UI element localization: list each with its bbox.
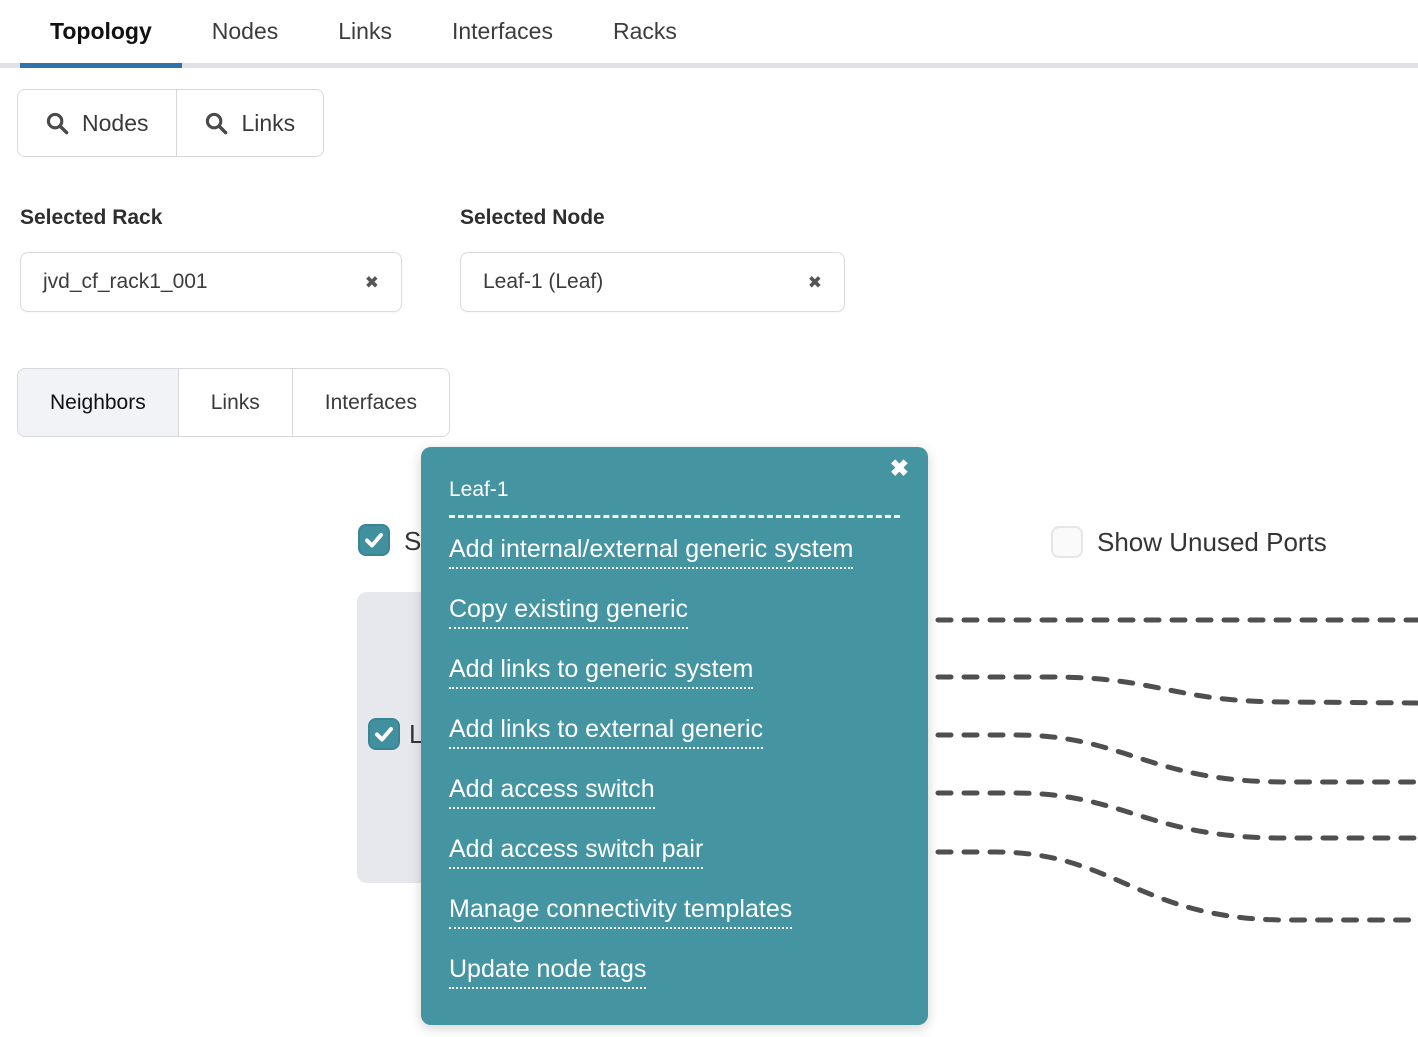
- search-icon: [206, 112, 228, 134]
- link-line: [857, 790, 1418, 841]
- menu-item-update-node-tags[interactable]: Update node tags: [449, 955, 647, 989]
- context-menu-list: Add internal/external generic system Cop…: [449, 535, 900, 1015]
- selected-rack-filter: Selected Rack jvd_cf_rack1_001 ✖: [20, 206, 402, 312]
- view-tab-links[interactable]: Links: [177, 369, 292, 436]
- link-line: [857, 732, 1418, 785]
- context-menu-title: Leaf-1: [449, 478, 509, 501]
- search-nodes-label: Nodes: [82, 109, 149, 136]
- close-icon[interactable]: ✖: [889, 455, 909, 481]
- menu-item-add-generic-system[interactable]: Add internal/external generic system: [449, 535, 854, 569]
- view-tab-group: Neighbors Links Interfaces: [17, 368, 450, 437]
- node-context-menu: ✖ Leaf-1 Add internal/external generic s…: [421, 447, 928, 1025]
- checkmark-icon: [365, 533, 383, 548]
- show-unused-ports-checkbox[interactable]: [1051, 526, 1083, 558]
- selected-node-filter: Selected Node Leaf-1 (Leaf) ✖: [460, 206, 845, 312]
- selected-rack-select[interactable]: jvd_cf_rack1_001 ✖: [20, 252, 402, 312]
- selected-rack-label: Selected Rack: [20, 206, 163, 229]
- clear-rack-icon[interactable]: ✖: [364, 272, 379, 292]
- show-unused-ports-label: Show Unused Ports: [1097, 527, 1327, 557]
- selected-node-label: Selected Node: [460, 206, 605, 229]
- search-icon: [46, 112, 69, 134]
- menu-item-add-links-external-generic[interactable]: Add links to external generic: [449, 715, 764, 749]
- search-links-label: Links: [241, 109, 296, 136]
- link-line: [857, 849, 1418, 923]
- selected-rack-value: jvd_cf_rack1_001: [43, 270, 208, 293]
- menu-item-add-links-generic[interactable]: Add links to generic system: [449, 655, 754, 689]
- search-button-group: Nodes Links: [17, 89, 325, 157]
- tab-links[interactable]: Links: [338, 18, 392, 44]
- tab-interfaces[interactable]: Interfaces: [451, 18, 553, 44]
- checkmark-icon: [375, 727, 393, 742]
- menu-item-add-access-switch[interactable]: Add access switch: [449, 775, 655, 809]
- tab-racks[interactable]: Racks: [612, 18, 677, 44]
- node-card-label: L: [409, 719, 424, 749]
- menu-item-copy-existing-generic[interactable]: Copy existing generic: [449, 595, 689, 629]
- clear-node-icon[interactable]: ✖: [807, 272, 822, 292]
- context-menu-divider: [449, 515, 900, 518]
- search-nodes-button[interactable]: Nodes: [18, 90, 177, 156]
- node-select-checkbox[interactable]: [368, 718, 400, 750]
- view-tab-neighbors[interactable]: Neighbors: [18, 369, 178, 436]
- show-links-label: S: [404, 526, 422, 556]
- selected-node-select[interactable]: Leaf-1 (Leaf) ✖: [460, 252, 845, 312]
- tab-nodes[interactable]: Nodes: [211, 18, 279, 44]
- main-tab-bar: Topology Nodes Links Interfaces Racks: [0, 0, 1418, 68]
- show-links-checkbox[interactable]: [358, 524, 390, 556]
- tab-topology[interactable]: Topology: [20, 0, 182, 68]
- selected-node-value: Leaf-1 (Leaf): [483, 270, 604, 293]
- link-line: [857, 674, 1418, 706]
- view-tab-interfaces[interactable]: Interfaces: [291, 369, 449, 436]
- search-links-button[interactable]: Links: [176, 90, 324, 156]
- menu-item-manage-connectivity-templates[interactable]: Manage connectivity templates: [449, 895, 793, 929]
- menu-item-add-access-switch-pair[interactable]: Add access switch pair: [449, 835, 704, 869]
